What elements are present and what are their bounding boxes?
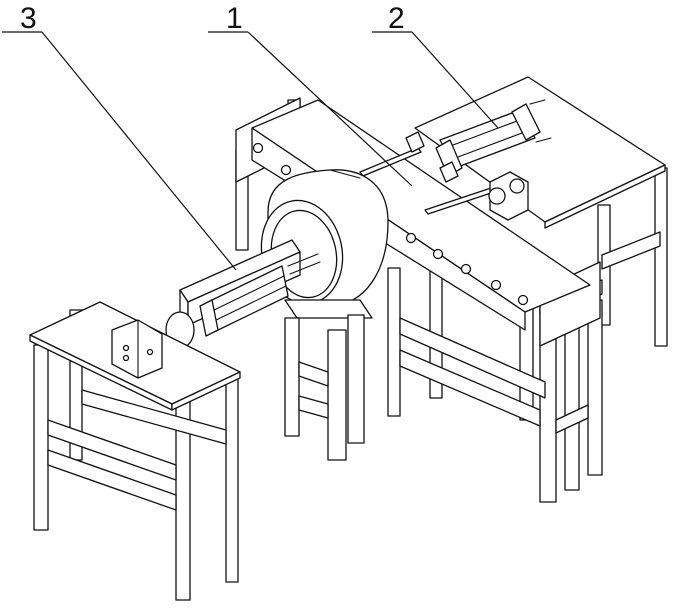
stand-brace bbox=[299, 362, 328, 386]
label-3: 3 bbox=[20, 2, 37, 35]
mounting-hole bbox=[254, 144, 263, 153]
mounting-hole bbox=[407, 234, 416, 243]
bolt bbox=[124, 346, 129, 351]
mounting-hole bbox=[282, 166, 291, 175]
right-table-leg bbox=[655, 168, 667, 346]
left-table bbox=[30, 302, 240, 600]
leader-line bbox=[42, 32, 236, 270]
middle-support-stand bbox=[285, 300, 372, 460]
label-3-group: 3 bbox=[2, 2, 236, 270]
right-table-brace bbox=[602, 232, 660, 269]
clamp-roller bbox=[489, 188, 505, 204]
mounting-hole bbox=[492, 281, 501, 290]
clamp-roller bbox=[510, 179, 524, 193]
label-1: 1 bbox=[226, 2, 243, 35]
stand-leg bbox=[328, 330, 346, 460]
stand-leg bbox=[285, 318, 299, 436]
left-table-leg bbox=[34, 345, 48, 530]
stand-brace bbox=[299, 396, 328, 418]
mounting-hole bbox=[434, 250, 443, 259]
mounting-hole bbox=[462, 265, 471, 274]
mounting-hole bbox=[519, 296, 528, 305]
right-table-leg bbox=[588, 300, 602, 475]
bolt bbox=[124, 356, 129, 361]
left-table-leg bbox=[226, 372, 238, 582]
bracket bbox=[406, 132, 424, 152]
stand-leg bbox=[348, 315, 364, 443]
main-frame-leg bbox=[388, 268, 400, 416]
bolt bbox=[148, 350, 153, 355]
label-2: 2 bbox=[388, 2, 405, 35]
